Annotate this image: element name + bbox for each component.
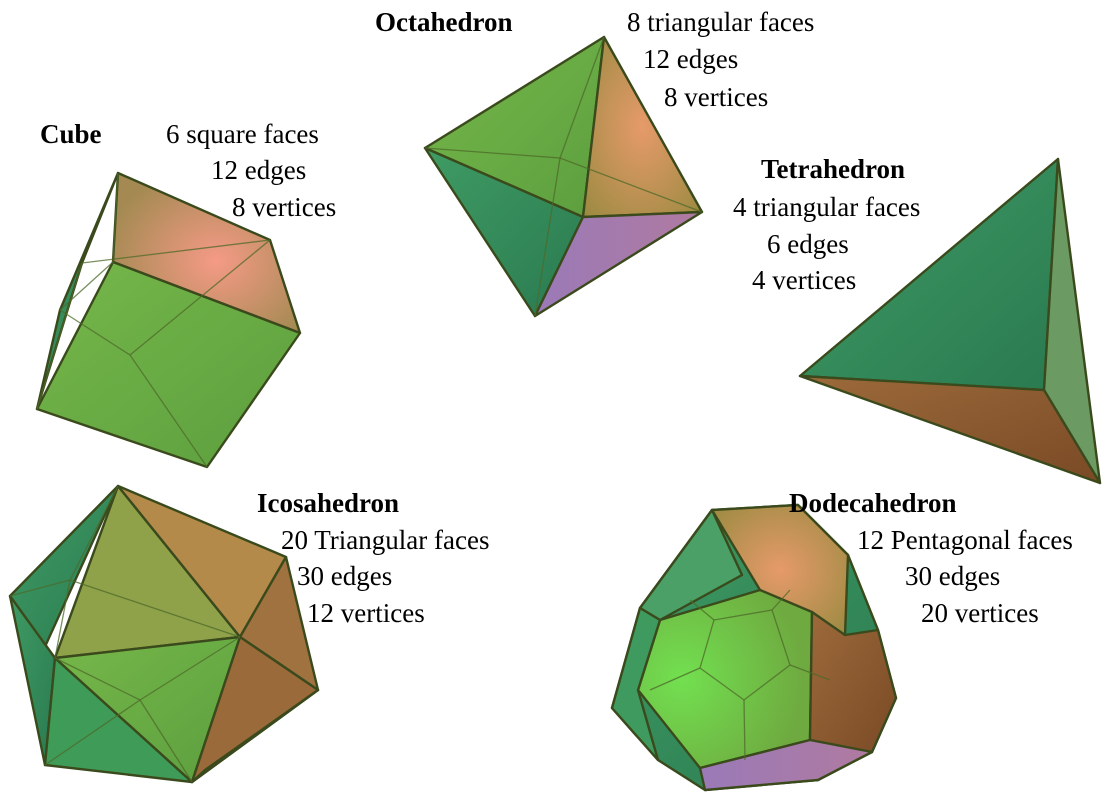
icosahedron-vertices: 12 vertices <box>307 598 425 628</box>
dodecahedron-edges: 30 edges <box>905 561 1001 591</box>
dodecahedron-shape <box>610 503 898 792</box>
tetrahedron-name: Tetrahedron <box>761 154 906 184</box>
cube-name: Cube <box>40 119 102 149</box>
tetrahedron-faces: 4 triangular faces <box>733 192 921 222</box>
tetrahedron-label: Tetrahedron <box>761 156 905 183</box>
tetrahedron-shape <box>798 157 1102 485</box>
dodecahedron-faces: 12 Pentagonal faces <box>857 525 1073 555</box>
octahedron-faces: 8 triangular faces <box>627 7 815 37</box>
dodecahedron-label: Dodecahedron <box>789 490 957 517</box>
dodecahedron-vertices: 20 vertices <box>921 598 1039 628</box>
icosahedron-shape <box>8 484 320 784</box>
icosahedron-edges: 30 edges <box>297 561 393 591</box>
octahedron-edges: 12 edges <box>643 44 739 74</box>
cube-vertices: 8 vertices <box>232 192 337 222</box>
octahedron-shape <box>423 35 704 318</box>
cube-edges: 12 edges <box>211 155 307 185</box>
octahedron-label: Octahedron <box>375 9 513 36</box>
octahedron-vertices: 8 vertices <box>664 82 769 112</box>
octahedron-name: Octahedron <box>375 7 513 37</box>
dodecahedron-name: Dodecahedron <box>789 488 957 518</box>
tetrahedron-edges: 6 edges <box>767 229 849 259</box>
cube-shape <box>35 171 302 469</box>
cube-faces: 6 square faces <box>166 119 319 149</box>
icosahedron-faces: 20 Triangular faces <box>281 525 490 555</box>
icosahedron-name: Icosahedron <box>257 488 400 518</box>
tetrahedron-vertices: 4 vertices <box>752 265 857 295</box>
icosahedron-label: Icosahedron <box>257 490 399 517</box>
cube-label: Cube <box>40 121 102 148</box>
